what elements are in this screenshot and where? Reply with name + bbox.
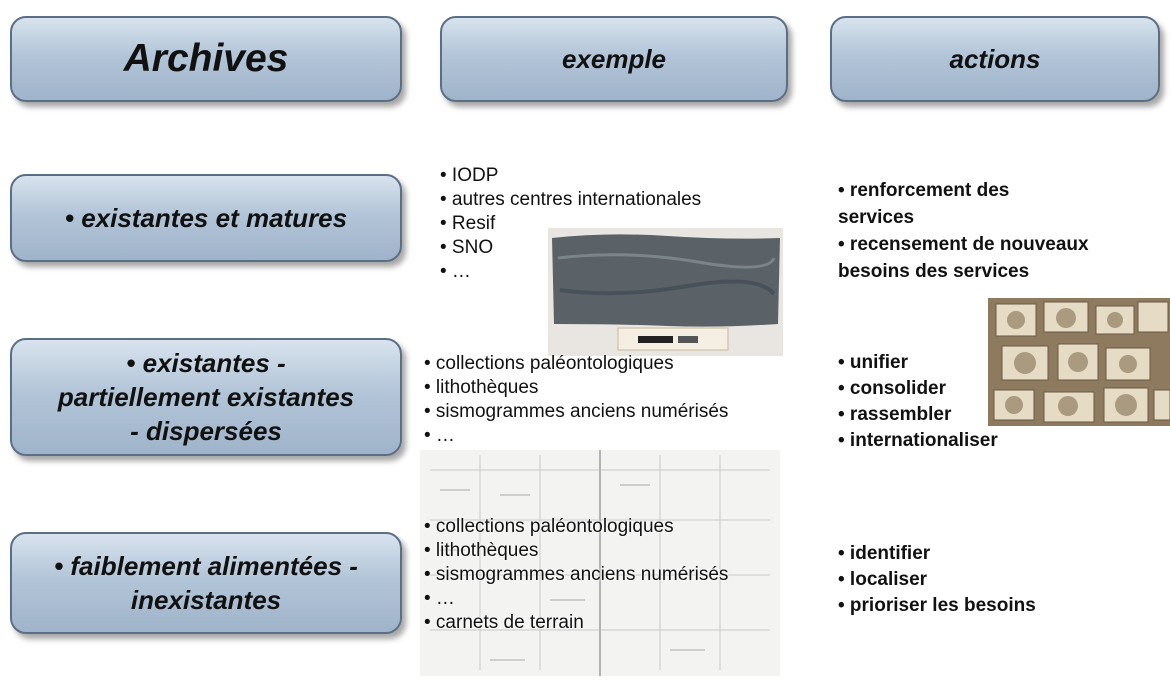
list-item: • rassembler (838, 404, 952, 425)
list-item: • … (440, 261, 471, 282)
list-item: • lithothèques (424, 540, 539, 561)
header-exemple-label: exemple (561, 43, 667, 74)
examples-list-row2: • collections paléontologiques • lithoth… (424, 352, 728, 448)
list-item: • prioriser les besoins (838, 595, 1036, 616)
list-item: • localiser (838, 569, 928, 590)
list-item: • collections paléontologiques (424, 353, 674, 374)
category-box-existantes-matures: • existantes et matures (10, 174, 402, 262)
category-line: • existantes et matures (64, 202, 348, 233)
category-line: partiellement existantes (57, 382, 355, 412)
fossil-collection-image (988, 298, 1170, 426)
rock-core-sample-image (548, 228, 783, 356)
list-item: • SNO (440, 237, 494, 258)
list-item: • sismogrammes anciens numérisés (424, 401, 729, 422)
list-item: • consolider (838, 378, 947, 399)
category-line: inexistantes (130, 585, 282, 615)
actions-list-row1: • renforcement des services • recensemen… (838, 177, 1089, 285)
list-item: • unifier (838, 352, 908, 373)
actions-list-row3: • identifier • localiser • prioriser les… (838, 541, 1036, 619)
list-item: services (838, 207, 915, 228)
list-item: • … (424, 588, 455, 609)
category-line: - dispersées (130, 416, 282, 446)
list-item: • IODP (440, 165, 499, 186)
header-exemple: exemple (440, 16, 788, 102)
list-item: • Resif (440, 213, 496, 234)
header-actions-label: actions (949, 43, 1041, 74)
examples-list-row1: • IODP • autres centres internationales … (440, 164, 701, 284)
category-line: • existantes - (126, 348, 286, 378)
list-item: • renforcement des (838, 180, 1010, 201)
list-item: besoins des services (838, 261, 1030, 282)
header-actions: actions (830, 16, 1160, 102)
seismogram-paper-image (420, 450, 780, 676)
actions-list-row2: • unifier • consolider • rassembler • in… (838, 350, 998, 454)
list-item: • lithothèques (424, 377, 539, 398)
category-box-faiblement-alimentees: • faiblement alimentées - inexistantes (10, 532, 402, 634)
header-archives-label: Archives (123, 37, 289, 80)
examples-list-row3: • collections paléontologiques • lithoth… (424, 515, 728, 635)
category-box-partiellement-existantes: • existantes - partiellement existantes … (10, 338, 402, 456)
list-item: • recensement de nouveaux (838, 234, 1089, 255)
list-item: • carnets de terrain (424, 612, 584, 633)
category-line: • faiblement alimentées - (54, 551, 358, 581)
list-item: • … (424, 425, 455, 446)
list-item: • autres centres internationales (440, 189, 702, 210)
list-item: • identifier (838, 543, 931, 564)
list-item: • sismogrammes anciens numérisés (424, 564, 729, 585)
list-item: • collections paléontologiques (424, 516, 674, 537)
list-item: • internationaliser (838, 430, 998, 451)
header-archives: Archives (10, 16, 402, 102)
